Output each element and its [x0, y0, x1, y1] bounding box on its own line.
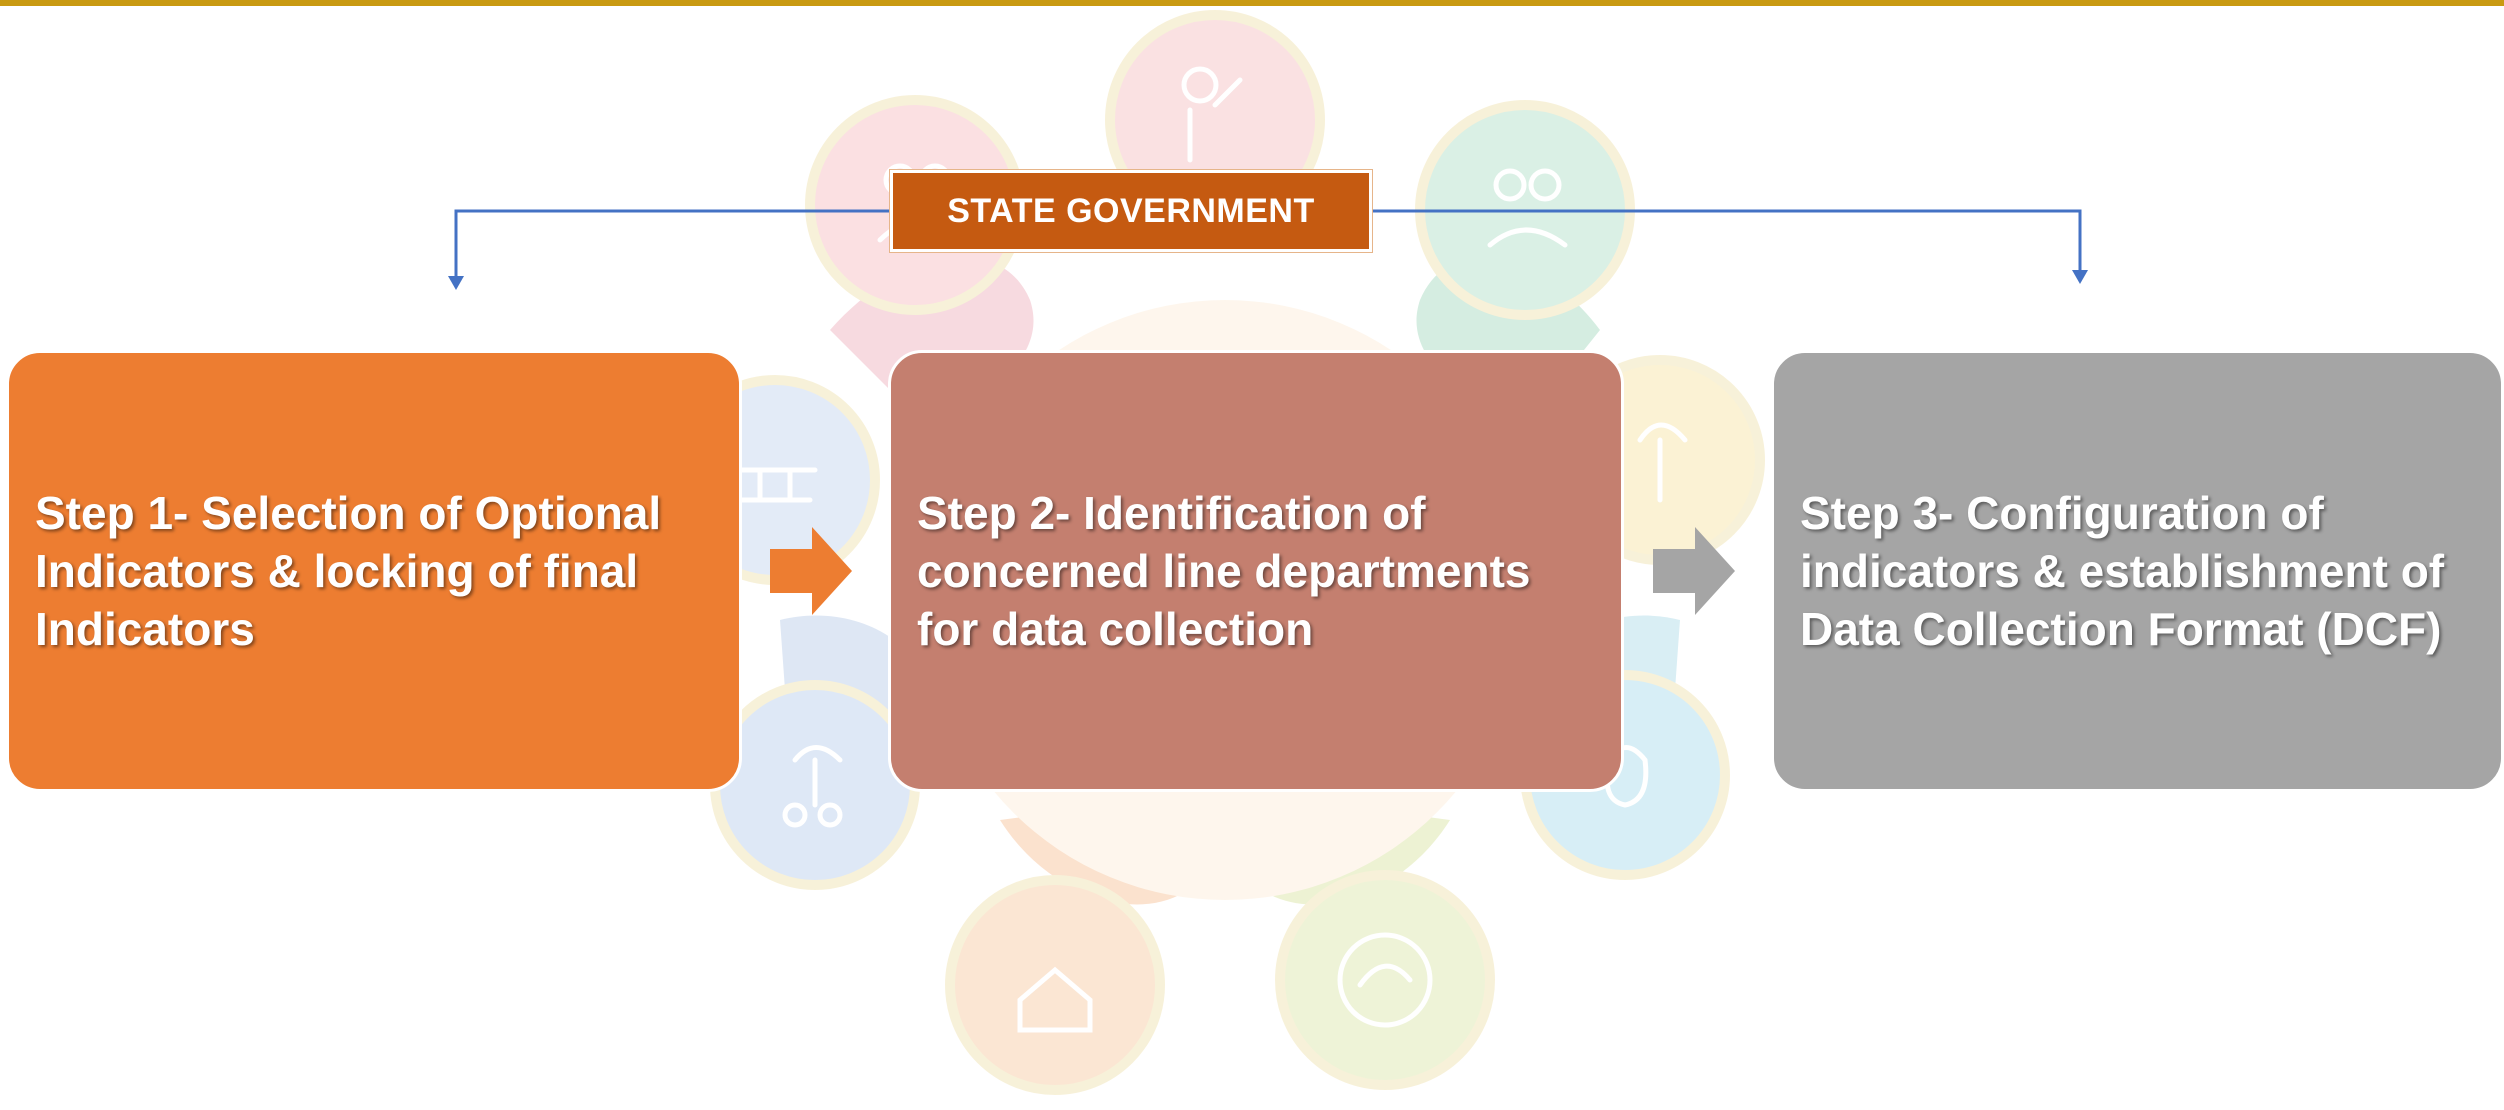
top-accent-rule: [0, 0, 2504, 6]
arrow-right-icon: [1653, 527, 1735, 615]
step-2-label: Step 2- Identification of concerned line…: [917, 487, 1531, 655]
step-3-box: Step 3- Configuration of indicators & es…: [1771, 350, 2504, 792]
arrow-right-icon: [770, 527, 852, 615]
connector-right: [1372, 209, 2082, 272]
connector-right-arrowhead: [2072, 270, 2088, 284]
connector-left: [454, 209, 890, 278]
step-2-box: Step 2- Identification of concerned line…: [888, 350, 1624, 792]
state-government-label: STATE GOVERNMENT: [947, 191, 1315, 230]
step-3-label: Step 3- Configuration of indicators & es…: [1800, 487, 2445, 655]
state-government-box: STATE GOVERNMENT: [890, 170, 1372, 252]
step-1-label: Step 1- Selection of Optional Indicators…: [35, 487, 662, 655]
step-1-box: Step 1- Selection of Optional Indicators…: [6, 350, 742, 792]
connector-left-arrowhead: [448, 276, 464, 290]
